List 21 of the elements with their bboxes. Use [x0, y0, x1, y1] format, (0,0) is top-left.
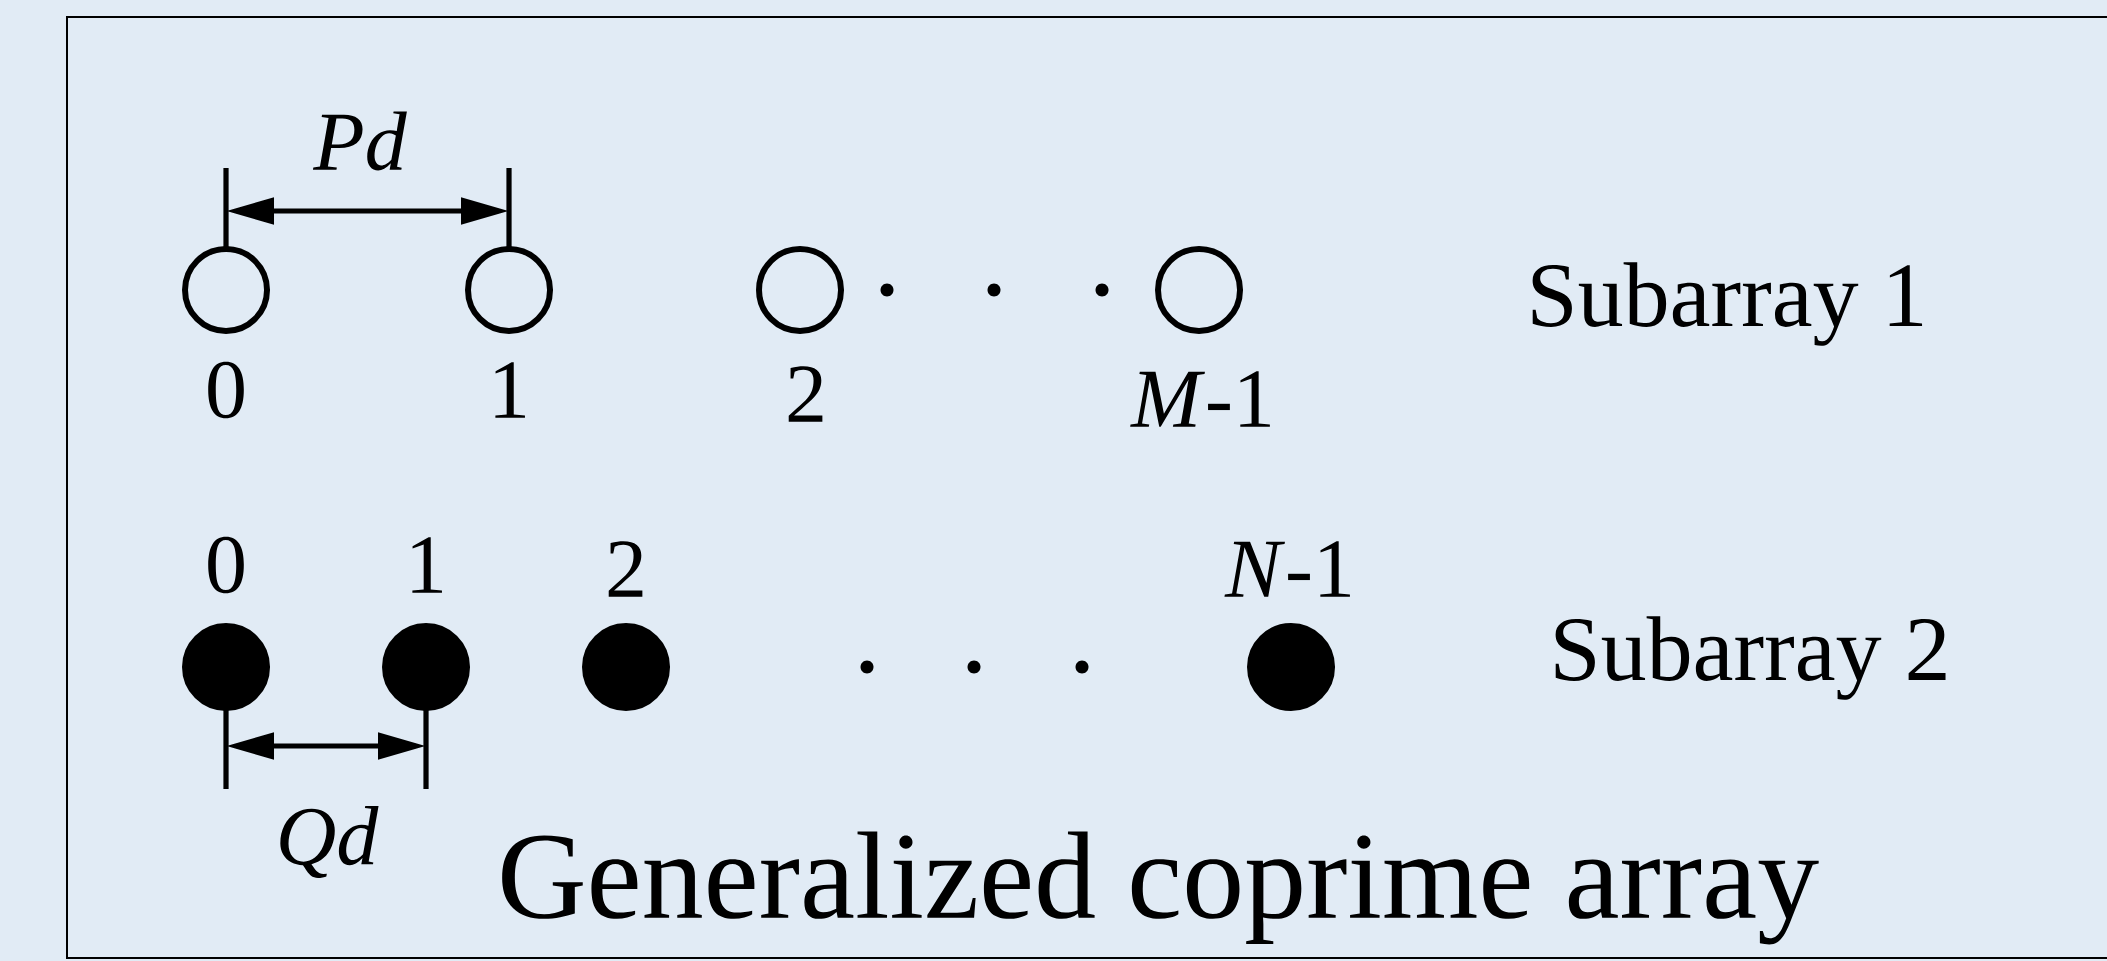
- sensor-circle: [582, 623, 670, 711]
- index-label: 1: [412, 537, 442, 593]
- sensor-circle: [465, 246, 553, 334]
- dimension-label: Pd: [312, 111, 407, 171]
- dimension-label: Qd: [280, 806, 379, 878]
- index-label: 2: [788, 366, 823, 422]
- index-label: 0: [208, 536, 244, 594]
- sensor-circle: [382, 623, 470, 711]
- index-label: N-1: [1224, 541, 1350, 597]
- sensor-circle: [182, 246, 270, 334]
- index-label: M-1: [1130, 371, 1270, 427]
- subarray-label: Subarray 2: [1555, 616, 1946, 700]
- sensor-circle: [182, 623, 270, 711]
- title: Generalized coprime array: [502, 831, 1819, 945]
- sensor-circle: [756, 246, 844, 334]
- subarray-label: Subarray 1: [1532, 262, 1923, 346]
- index-label: 1: [495, 362, 525, 418]
- index-label: 0: [208, 361, 244, 419]
- index-label: 2: [608, 541, 643, 597]
- sensor-circle: [1247, 623, 1335, 711]
- sensor-circle: [1155, 246, 1243, 334]
